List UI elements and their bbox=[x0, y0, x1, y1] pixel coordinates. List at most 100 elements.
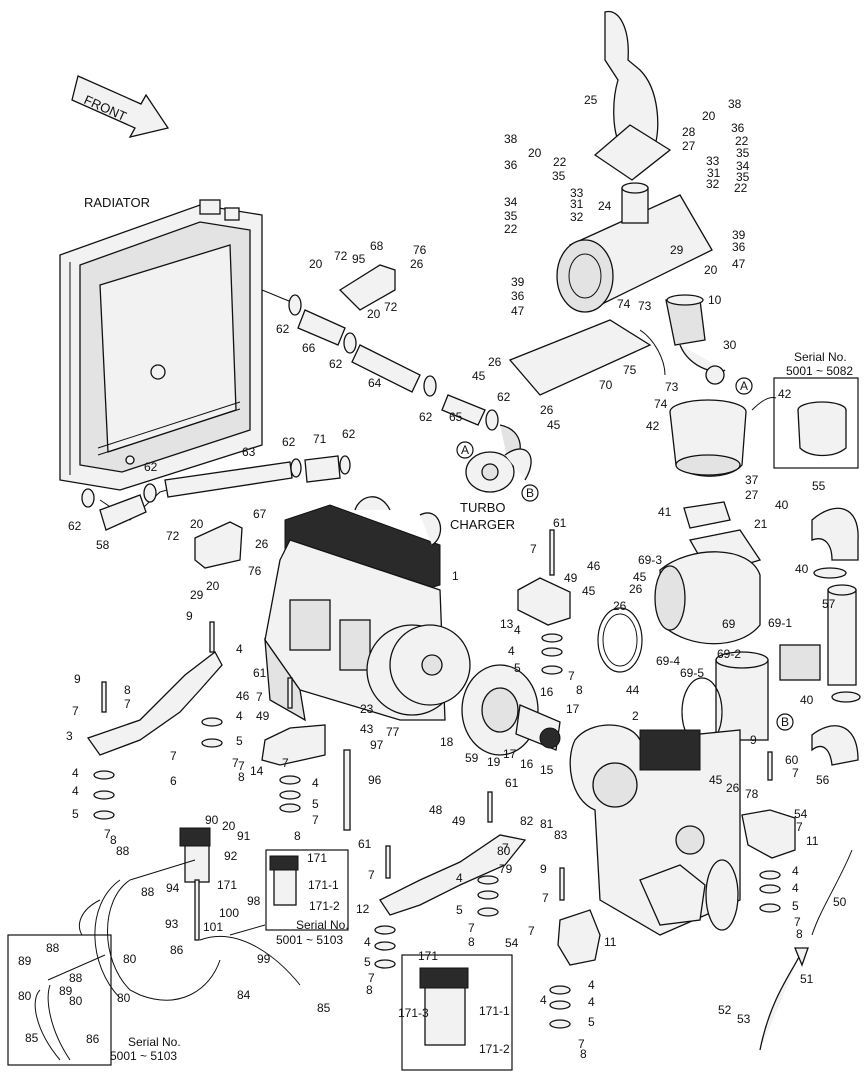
callout-7-20: 7 bbox=[792, 766, 799, 780]
callout-80-1: 80 bbox=[497, 844, 511, 858]
callout-7-16: 7 bbox=[528, 924, 535, 938]
filter-elements bbox=[681, 567, 861, 747]
callout-9-3: 9 bbox=[750, 733, 757, 747]
callout-9-4: 9 bbox=[540, 862, 547, 876]
callout-4-7: 4 bbox=[514, 623, 521, 637]
callout-20-6: 20 bbox=[190, 517, 204, 531]
mount-bracket-13 bbox=[517, 577, 571, 626]
callout-42-1: 42 bbox=[646, 419, 660, 433]
callout-80-5: 80 bbox=[69, 994, 83, 1008]
callout-48: 48 bbox=[429, 803, 443, 817]
callout-4-12: 4 bbox=[588, 995, 595, 1009]
callout-93: 93 bbox=[165, 917, 179, 931]
callout-36-3: 36 bbox=[732, 240, 746, 254]
mount-bracket-11a bbox=[741, 809, 796, 859]
callout-53: 53 bbox=[737, 1012, 751, 1026]
callout-99: 99 bbox=[257, 952, 271, 966]
callout-5-7: 5 bbox=[588, 1015, 595, 1029]
callout-5-8: 5 bbox=[792, 899, 799, 913]
callout-76-1: 76 bbox=[413, 243, 427, 257]
bracket-68 bbox=[338, 264, 396, 311]
callout-20-8: 20 bbox=[222, 819, 236, 833]
callout-26-1: 26 bbox=[410, 257, 424, 271]
callout-66: 66 bbox=[302, 341, 316, 355]
callout-73-2: 73 bbox=[665, 380, 679, 394]
callout-25: 25 bbox=[584, 93, 598, 107]
mount-bracket-14 bbox=[261, 724, 326, 766]
callout-13: 13 bbox=[500, 617, 514, 631]
callout-5-4: 5 bbox=[514, 661, 521, 675]
callout-38-1: 38 bbox=[504, 132, 518, 146]
callout-4-2: 4 bbox=[72, 784, 79, 798]
callout-94: 94 bbox=[166, 881, 180, 895]
callout-82: 82 bbox=[520, 814, 534, 828]
callout-62-6: 62 bbox=[144, 460, 158, 474]
transmission-2 bbox=[569, 724, 741, 936]
callout-62-3: 62 bbox=[419, 410, 433, 424]
callout-88-2: 88 bbox=[141, 885, 155, 899]
callout-7-10: 7 bbox=[104, 827, 111, 841]
callout-5-6: 5 bbox=[364, 955, 371, 969]
serial-inset-bot-fuel bbox=[401, 954, 513, 1071]
callout-49-1: 49 bbox=[564, 571, 578, 585]
callout-59: 59 bbox=[465, 751, 479, 765]
callout-46-2: 46 bbox=[236, 689, 250, 703]
callout-4-13: 4 bbox=[792, 864, 799, 878]
callout-18: 18 bbox=[440, 735, 454, 749]
callout-7-4: 7 bbox=[256, 690, 263, 704]
callout-61-4: 61 bbox=[358, 837, 372, 851]
callout-8-9: 8 bbox=[796, 927, 803, 941]
callout-40-3: 40 bbox=[800, 693, 814, 707]
callout-7-15: 7 bbox=[542, 891, 549, 905]
ref-a-circle bbox=[456, 441, 474, 459]
callout-44: 44 bbox=[626, 683, 640, 697]
fuel-filter-new bbox=[419, 967, 469, 1046]
callout-171-3: 171-3 bbox=[398, 1006, 429, 1020]
callout-62-1: 62 bbox=[276, 322, 290, 336]
callout-20-7: 20 bbox=[206, 579, 220, 593]
callout-7-1: 7 bbox=[72, 704, 79, 718]
callout-35-2: 35 bbox=[552, 169, 566, 183]
callout-81: 81 bbox=[540, 817, 554, 831]
callout-26-6: 26 bbox=[613, 599, 627, 613]
callout-38-2: 38 bbox=[728, 97, 742, 111]
callout-20-2: 20 bbox=[367, 307, 381, 321]
callout-8-5: 8 bbox=[468, 935, 475, 949]
serial-inset-mid bbox=[265, 849, 349, 931]
serial-bot-2: 5001 ~ 5103 bbox=[110, 1049, 177, 1063]
elbow-56 bbox=[811, 725, 859, 766]
callout-74-2: 74 bbox=[654, 397, 668, 411]
callout-72-2: 72 bbox=[384, 300, 398, 314]
callout-62-5: 62 bbox=[342, 427, 356, 441]
air-filter-housing bbox=[654, 501, 762, 645]
callout-7-12: 7 bbox=[368, 868, 375, 882]
callout-70: 70 bbox=[599, 378, 613, 392]
callout-43: 43 bbox=[360, 722, 374, 736]
callout-8-1: 8 bbox=[124, 683, 131, 697]
callout-6: 6 bbox=[170, 774, 177, 788]
callout-47-1: 47 bbox=[511, 304, 525, 318]
callout-17-2: 17 bbox=[503, 747, 517, 761]
callout-50: 50 bbox=[833, 895, 847, 909]
callout-74-1: 74 bbox=[617, 297, 631, 311]
callout-33-1: 33 bbox=[570, 186, 584, 200]
coupling-15 bbox=[515, 704, 561, 751]
callout-37: 37 bbox=[745, 473, 759, 487]
callout-8-3: 8 bbox=[238, 770, 245, 784]
callout-84: 84 bbox=[237, 988, 251, 1002]
callout-98: 98 bbox=[247, 894, 261, 908]
callout-32-2: 32 bbox=[706, 177, 720, 191]
callout-100: 100 bbox=[219, 906, 239, 920]
callout-29-2: 29 bbox=[190, 588, 204, 602]
callout-8-8: 8 bbox=[580, 1047, 587, 1061]
callout-69: 69 bbox=[722, 617, 736, 631]
fuel-filter-main bbox=[179, 827, 211, 883]
callout-90: 90 bbox=[205, 813, 219, 827]
ref-a2-label: A bbox=[740, 379, 748, 393]
callout-60: 60 bbox=[785, 753, 799, 767]
callout-61-2: 61 bbox=[253, 666, 267, 680]
callout-5-1: 5 bbox=[72, 807, 79, 821]
callout-171-1-1: 171-1 bbox=[308, 878, 339, 892]
callout-67: 67 bbox=[253, 507, 267, 521]
